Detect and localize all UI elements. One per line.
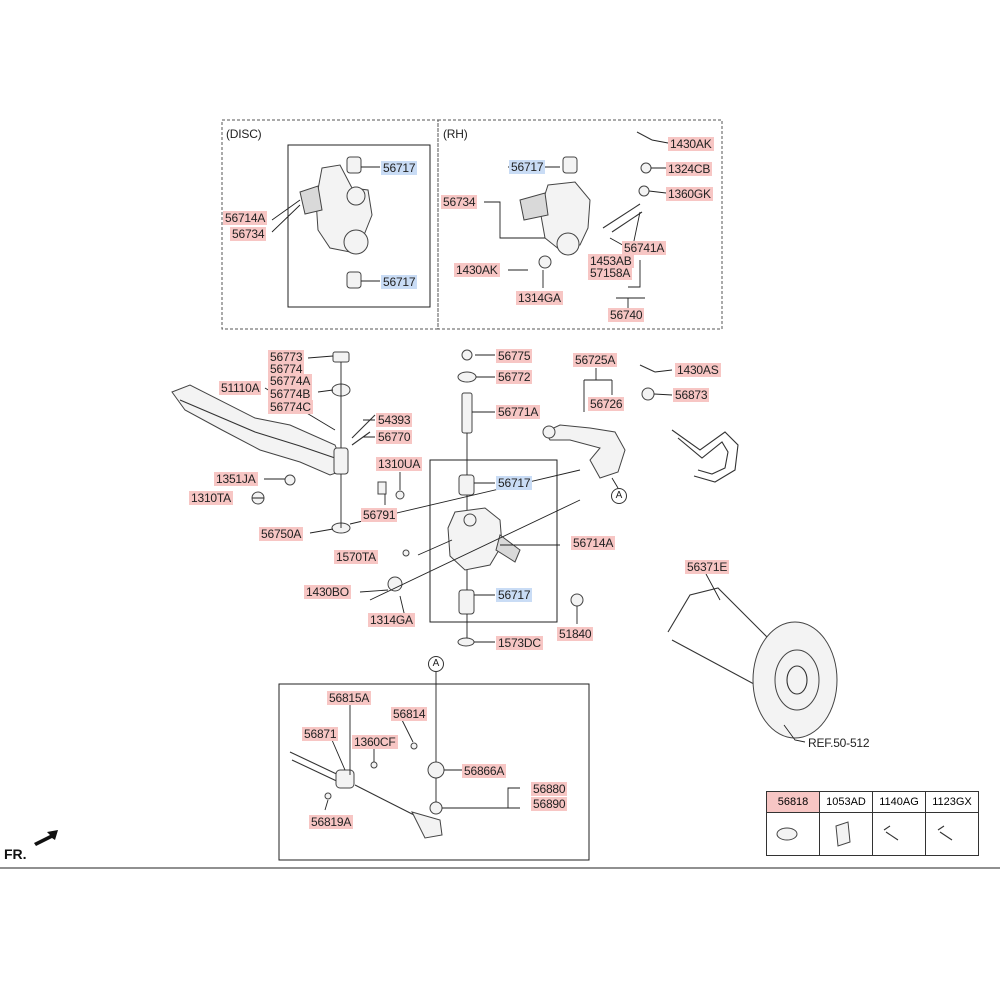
disc-heading: (DISC) bbox=[226, 127, 262, 141]
part-label-56866A[interactable]: 56866A bbox=[462, 764, 507, 778]
part-label-56726[interactable]: 56726 bbox=[588, 397, 625, 411]
part-label-1360CF[interactable]: 1360CF bbox=[352, 735, 398, 749]
legend-header-56818: 56818 bbox=[766, 791, 820, 813]
legend-cell-1053AD bbox=[819, 812, 873, 856]
part-label-1430AK-top[interactable]: 1430AK bbox=[668, 137, 714, 151]
part-label-1453AB[interactable]: 1453AB bbox=[588, 254, 634, 268]
front-marker-label: FR. bbox=[4, 846, 27, 862]
cross-member-part bbox=[171, 351, 376, 534]
legend-header-1123GX: 1123GX bbox=[925, 791, 979, 813]
rh-knuckle-part bbox=[519, 131, 653, 269]
disc-inner-box bbox=[287, 144, 431, 308]
part-label-1570TA[interactable]: 1570TA bbox=[334, 550, 378, 564]
reference-label[interactable]: REF.50-512 bbox=[808, 736, 870, 750]
part-label-1573DC[interactable]: 1573DC bbox=[496, 636, 543, 650]
part-label-56774[interactable]: 56774 bbox=[268, 362, 305, 376]
part-label-56871[interactable]: 56871 bbox=[302, 727, 339, 741]
part-label-56773[interactable]: 56773 bbox=[268, 350, 305, 364]
part-label-56771A[interactable]: 56771A bbox=[496, 405, 541, 419]
legend-header-1140AG: 1140AG bbox=[872, 791, 926, 813]
knuckle-box bbox=[429, 459, 558, 623]
backing-plate-part bbox=[667, 587, 838, 739]
king-pin-part bbox=[457, 349, 477, 647]
part-label-56740[interactable]: 56740 bbox=[608, 308, 645, 322]
part-label-51840[interactable]: 51840 bbox=[557, 627, 594, 641]
part-label-56371E[interactable]: 56371E bbox=[685, 560, 730, 574]
part-label-56734-disc[interactable]: 56734 bbox=[230, 227, 267, 241]
part-label-1324CB[interactable]: 1324CB bbox=[666, 162, 713, 176]
legend-header-1053AD: 1053AD bbox=[819, 791, 873, 813]
steering-arm-part bbox=[542, 364, 739, 483]
part-label-57158A[interactable]: 57158A bbox=[588, 266, 633, 280]
part-label-1430AS[interactable]: 1430AS bbox=[675, 363, 721, 377]
part-label-1360GK[interactable]: 1360GK bbox=[666, 187, 713, 201]
disc-knuckle-part bbox=[299, 156, 373, 289]
tie-rod-box bbox=[278, 683, 590, 861]
part-label-1314GA-mid[interactable]: 1314GA bbox=[368, 613, 415, 627]
part-label-56734-rh[interactable]: 56734 bbox=[441, 195, 478, 209]
part-label-1310UA[interactable]: 1310UA bbox=[376, 457, 423, 471]
part-label-1430AK-left[interactable]: 1430AK bbox=[454, 263, 500, 277]
front-arrow-icon bbox=[34, 830, 58, 846]
part-label-56741A[interactable]: 56741A bbox=[622, 241, 667, 255]
part-label-56819A[interactable]: 56819A bbox=[309, 815, 354, 829]
part-label-56725A[interactable]: 56725A bbox=[573, 353, 618, 367]
part-label-56770[interactable]: 56770 bbox=[376, 430, 413, 444]
part-label-1310TA[interactable]: 1310TA bbox=[189, 491, 233, 505]
part-label-56717-disc-bottom[interactable]: 56717 bbox=[381, 275, 418, 289]
part-label-56717-mid-top[interactable]: 56717 bbox=[496, 476, 533, 490]
circle-ref-a-lower: A bbox=[428, 656, 444, 672]
rh-group-box bbox=[437, 119, 723, 330]
part-label-56791[interactable]: 56791 bbox=[361, 508, 398, 522]
part-label-56774A[interactable]: 56774A bbox=[268, 374, 313, 388]
part-label-56890[interactable]: 56890 bbox=[531, 797, 568, 811]
part-label-56774B[interactable]: 56774B bbox=[268, 387, 313, 401]
part-label-56714A-disc[interactable]: 56714A bbox=[223, 211, 268, 225]
part-label-56714A-mid[interactable]: 56714A bbox=[571, 536, 616, 550]
part-label-56815A[interactable]: 56815A bbox=[327, 691, 372, 705]
part-label-56717-rh[interactable]: 56717 bbox=[509, 160, 546, 174]
part-label-1430BO[interactable]: 1430BO bbox=[304, 585, 351, 599]
hardware-legend-table: 56818 1053AD 1140AG 1123GX bbox=[766, 791, 979, 856]
part-label-1351JA[interactable]: 1351JA bbox=[214, 472, 258, 486]
part-label-51110A[interactable]: 51110A bbox=[219, 381, 262, 395]
part-label-56814[interactable]: 56814 bbox=[391, 707, 428, 721]
legend-cell-56818 bbox=[766, 812, 820, 856]
part-label-56880[interactable]: 56880 bbox=[531, 782, 568, 796]
circle-ref-a-upper: A bbox=[611, 488, 627, 504]
part-label-54393[interactable]: 54393 bbox=[376, 413, 413, 427]
part-label-56772[interactable]: 56772 bbox=[496, 370, 533, 384]
front-knuckle-part bbox=[377, 481, 584, 607]
legend-cell-1123GX bbox=[925, 812, 979, 856]
legend-cell-1140AG bbox=[872, 812, 926, 856]
part-label-56717-disc-top[interactable]: 56717 bbox=[381, 161, 418, 175]
part-label-56774C[interactable]: 56774C bbox=[268, 400, 313, 414]
part-label-1314GA-top[interactable]: 1314GA bbox=[516, 291, 563, 305]
part-label-56873[interactable]: 56873 bbox=[673, 388, 710, 402]
rh-heading: (RH) bbox=[443, 127, 468, 141]
part-label-56775[interactable]: 56775 bbox=[496, 349, 533, 363]
part-label-56717-mid-bottom[interactable]: 56717 bbox=[496, 588, 533, 602]
part-label-56750A[interactable]: 56750A bbox=[259, 527, 304, 541]
